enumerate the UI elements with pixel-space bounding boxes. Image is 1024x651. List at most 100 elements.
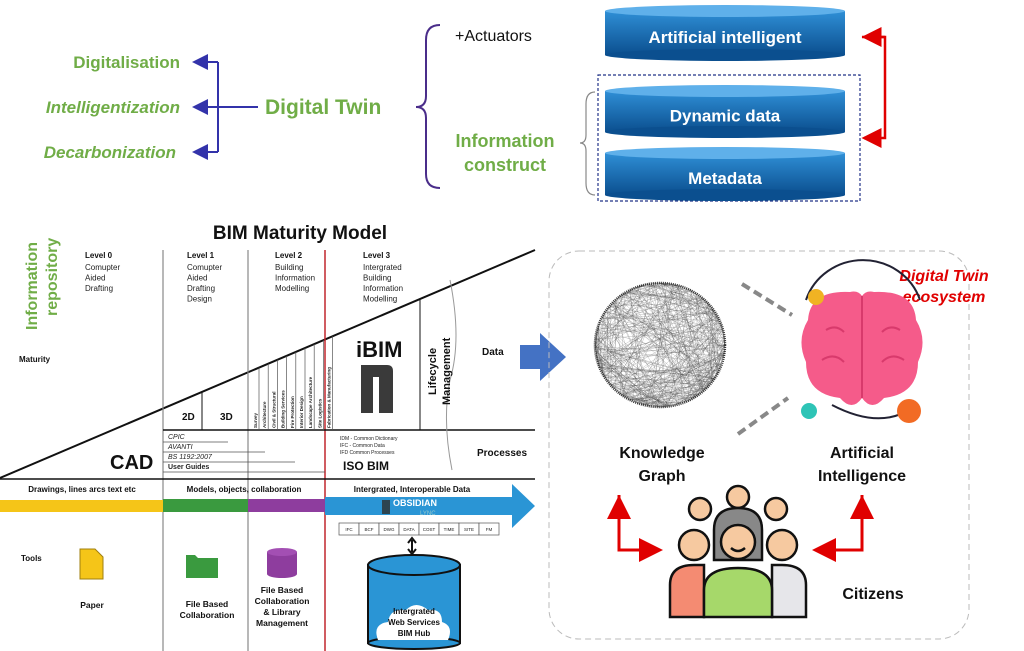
- data-label: Data: [482, 347, 504, 358]
- paper-icon: [79, 548, 104, 580]
- svg-text:ecosystem: ecosystem: [903, 289, 986, 306]
- discipline-label: Landscape Architecture: [308, 376, 313, 428]
- discipline-label: Fabrication & Manufacturing: [327, 367, 332, 428]
- svg-text:LYNC: LYNC: [420, 511, 436, 517]
- layer-label: Artificial intelligent: [648, 28, 801, 47]
- cad-label: CAD: [110, 452, 153, 474]
- maturity-diagonal: [0, 249, 536, 479]
- discipline-label: Survey: [253, 412, 258, 428]
- 2d-label: 2D: [182, 412, 195, 423]
- bim-hub-label: Web Services: [388, 618, 440, 627]
- discipline-label: Interior Design: [299, 396, 304, 428]
- level-1-line: Drafting: [187, 284, 215, 293]
- database-icon: [267, 548, 297, 578]
- level-0-line: Aided: [85, 274, 105, 283]
- lifecycle-label: Lifecycle: [427, 348, 439, 395]
- iso-item: IFD Common Processes: [340, 450, 395, 456]
- bim-title: BIM Maturity Model: [213, 223, 387, 244]
- folder-icon: [186, 555, 218, 578]
- bim-hub-label: Intergrated: [393, 607, 435, 616]
- format-cell: TIME: [444, 527, 455, 532]
- iso-bim-label: ISO BIM: [343, 459, 389, 473]
- layer-label: Metadata: [688, 169, 762, 188]
- tool-label: File Based: [186, 599, 229, 609]
- transition-arrow: [520, 333, 566, 381]
- level-3-line: Building: [363, 274, 391, 283]
- discipline-label: Architecture: [262, 401, 267, 428]
- standard-label: BS 1192:2007: [168, 454, 213, 461]
- band-label-0: Drawings, lines arcs text etc: [28, 485, 136, 494]
- feedback-arrow: [861, 35, 887, 148]
- svg-text:Management: Management: [441, 337, 453, 405]
- band-blue-arrow: [325, 484, 535, 528]
- level-1-title: Level 1: [187, 251, 215, 260]
- tools-label: Tools: [21, 554, 42, 563]
- actuators-label: +Actuators: [455, 28, 532, 45]
- standard-label: User Guides: [168, 464, 209, 471]
- small-brace: [579, 91, 596, 196]
- level-1-line: Design: [187, 295, 212, 304]
- level-1-line: Comupter: [187, 263, 222, 272]
- level-3-line: Information: [363, 284, 403, 293]
- obsidian-logo: OBSIDIAN: [393, 498, 437, 508]
- layer-label: Dynamic data: [670, 107, 781, 126]
- svg-text:construct: construct: [464, 155, 546, 175]
- citizens-icon: [668, 484, 808, 619]
- format-cell: BCF: [365, 527, 374, 532]
- processes-label: Processes: [477, 448, 527, 459]
- tool-label: Collaboration: [180, 610, 235, 620]
- digital-twin-label: Digital Twin: [265, 96, 381, 119]
- ibim-label: iBIM: [356, 337, 402, 362]
- discipline-label: Site Logistics: [317, 398, 322, 428]
- level-3-title: Level 3: [363, 251, 391, 260]
- information-construct-label: Information: [456, 131, 555, 151]
- discipline-label: Civil & Structural: [271, 391, 276, 428]
- ai-citizens-arrow: [812, 495, 864, 562]
- level-2-line: Modelling: [275, 284, 309, 293]
- level-2-line: Information: [275, 274, 315, 283]
- level-3-line: Modelling: [363, 295, 397, 304]
- discipline-label: Fire Protection: [290, 396, 295, 428]
- format-cell: COST: [423, 527, 436, 532]
- band-green: [163, 499, 248, 512]
- level-1-line: Aided: [187, 274, 207, 283]
- ecosystem-box: [548, 250, 970, 640]
- knowledge-graph-label: Knowledge: [619, 445, 704, 462]
- goal-decarbonization: Decarbonization: [44, 143, 176, 162]
- brain-icon: [801, 259, 923, 423]
- svg-text:Intelligence: Intelligence: [818, 468, 906, 485]
- ai-label: Artificial: [830, 445, 894, 462]
- format-cell: FM: [486, 527, 493, 532]
- ecosystem-title: Digital Twin: [899, 268, 988, 285]
- format-cell: DATA: [403, 527, 414, 532]
- format-cell: DWG: [384, 527, 395, 532]
- standard-label: AVANTI: [167, 444, 193, 451]
- cylinder-layer-1: Dynamic data: [605, 85, 845, 138]
- bim-hub-label: BIM Hub: [398, 629, 431, 638]
- brace: [415, 24, 441, 189]
- level-2-title: Level 2: [275, 251, 303, 260]
- goal-digitalisation: Digitalisation: [73, 53, 180, 72]
- knowledge-graph-icon: [593, 281, 727, 409]
- goals: Digitalisation Intelligentization Decarb…: [44, 53, 258, 162]
- band-label-1: Models, objects, collaboration: [187, 485, 302, 494]
- tool-label: & Library: [263, 607, 301, 617]
- iso-item: IFC - Common Data: [340, 443, 385, 449]
- information-repository-label: Information: [24, 242, 41, 330]
- level-0-title: Level 0: [85, 251, 113, 260]
- svg-text:repository: repository: [44, 238, 61, 316]
- band-label-2: Intergrated, Interoperable Data: [354, 485, 471, 494]
- information-construct-box: [597, 74, 861, 202]
- band-yellow: [0, 500, 163, 512]
- level-0-line: Drafting: [85, 284, 113, 293]
- maturity-label: Maturity: [19, 355, 51, 364]
- level-0-line: Comupter: [85, 263, 120, 272]
- ibim-logo: [361, 365, 393, 413]
- kg-citizens-arrow: [617, 495, 663, 562]
- sync-arrow: [407, 536, 417, 556]
- tool-label: File Based: [261, 585, 304, 595]
- bim-hub-cylinder: [367, 554, 461, 650]
- tool-label: Paper: [80, 600, 104, 610]
